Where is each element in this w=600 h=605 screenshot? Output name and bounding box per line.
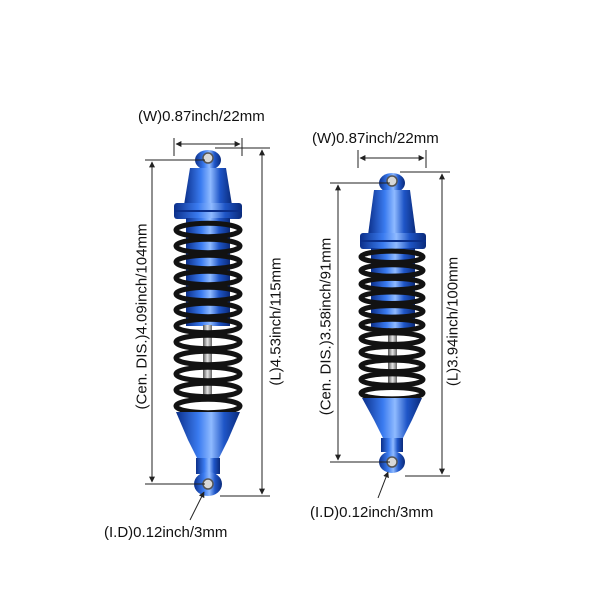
width-label-right: (W)0.87inch/22mm: [312, 130, 439, 147]
width-label-left: (W)0.87inch/22mm: [138, 108, 265, 125]
spring-coil: [173, 268, 243, 288]
spring-coil: [358, 384, 426, 402]
spring-coil: [173, 364, 243, 384]
length-label-left: (L)4.53inch/115mm: [267, 257, 285, 386]
spring-coil: [173, 380, 243, 400]
center-distance-label-right: (Cen. DIS.)3.58inch/91mm: [317, 237, 335, 416]
spring-coil: [173, 284, 243, 304]
spring-coil: [173, 220, 243, 240]
spring-coil: [173, 316, 243, 336]
spring-coil: [173, 300, 243, 320]
center-distance-label-left: (Cen. DIS.)4.09inch/104mm: [133, 223, 151, 410]
spring-coil: [173, 236, 243, 256]
dimension-lines-right: [330, 150, 450, 499]
coil-spring: [173, 220, 243, 416]
spring-cup: [176, 412, 240, 460]
coil-spring: [358, 248, 426, 402]
inner-diameter-label-right: (I.D)0.12inch/3mm: [310, 504, 434, 521]
dimension-lines-left: [145, 138, 270, 521]
shock-right: [358, 173, 426, 473]
spring-coil: [173, 332, 243, 352]
spring-coil: [173, 252, 243, 272]
spring-coil: [173, 348, 243, 368]
spring-cup: [362, 398, 422, 440]
spring-coil: [173, 396, 243, 416]
shock-left: [173, 150, 243, 496]
inner-diameter-label-left: (I.D)0.12inch/3mm: [104, 524, 228, 541]
length-label-right: (L)3.94inch/100mm: [444, 256, 462, 387]
